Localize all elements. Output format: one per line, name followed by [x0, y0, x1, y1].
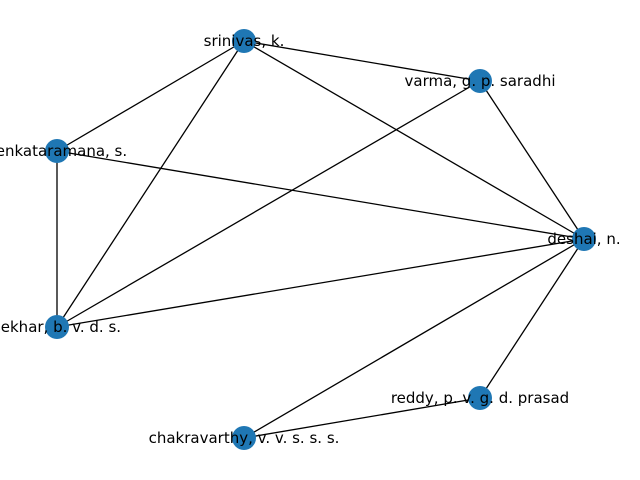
edge-deshai-reddy: [479, 238, 585, 399]
edge-venkataramana-deshai: [56, 150, 585, 240]
node-label-venkataramana: venkataramana, s.: [0, 142, 127, 160]
nodes-layer: [45, 29, 596, 450]
edge-deshai-chakravarthy: [243, 238, 585, 439]
edge-srinivas-varma: [243, 40, 481, 82]
node-chakravarthy: [232, 426, 256, 450]
node-label-reddy: reddy, p. v. g. d. prasad: [391, 389, 569, 407]
edge-srinivas-sekhar: [56, 40, 245, 328]
node-srinivas: [232, 29, 256, 53]
node-label-deshai: deshai, n.: [547, 230, 620, 248]
node-deshai: [572, 227, 596, 251]
edge-varma-deshai: [479, 80, 585, 240]
node-label-sekhar: sekhar, b. v. d. s.: [0, 318, 121, 336]
edge-chakravarthy-reddy: [243, 397, 481, 439]
edges-layer: [56, 40, 585, 439]
node-sekhar: [45, 315, 69, 339]
node-label-srinivas: srinivas, k.: [204, 32, 285, 50]
node-venkataramana: [45, 139, 69, 163]
edge-varma-sekhar: [56, 80, 481, 328]
edge-srinivas-deshai: [243, 40, 585, 240]
edge-srinivas-venkataramana: [56, 40, 245, 152]
node-reddy: [468, 386, 492, 410]
node-varma: [468, 69, 492, 93]
node-label-chakravarthy: chakravarthy, v. v. s. s. s.: [149, 429, 340, 447]
edge-sekhar-deshai: [56, 238, 585, 328]
node-label-varma: varma, g. p. saradhi: [405, 72, 556, 90]
labels-layer: srinivas, k. varma, g. p. saradhi venkatar…: [0, 32, 621, 447]
